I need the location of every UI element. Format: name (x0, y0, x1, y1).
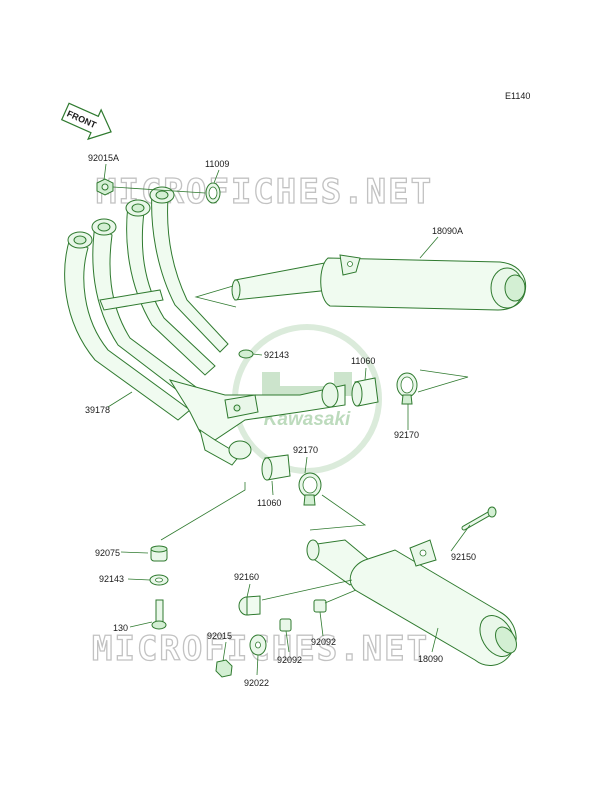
washer-92022 (249, 634, 267, 656)
bolt-130 (151, 599, 167, 630)
label-18090: 18090 (418, 654, 443, 664)
collar-92092-lower (279, 618, 292, 632)
header-flange-1 (67, 231, 93, 249)
label-92015: 92015 (207, 631, 232, 641)
part-labels: 92015A 11009 18090A 92143 11060 39178 92… (85, 153, 476, 688)
damper-92160 (238, 595, 261, 616)
label-92160: 92160 (234, 572, 259, 582)
gasket-11009 (205, 182, 221, 204)
muffler-18090A (231, 254, 527, 311)
lower-outlet-end (228, 440, 252, 460)
washer-92143-lower (149, 574, 169, 586)
header-flange-2 (91, 218, 117, 236)
label-92143-lower: 92143 (99, 574, 124, 584)
label-11009: 11009 (205, 159, 229, 169)
label-92015A: 92015A (88, 153, 119, 163)
sleeve-11060-lower (261, 454, 291, 481)
label-92075: 92075 (95, 548, 120, 558)
collar-92092-upper (313, 599, 327, 613)
label-11060-upper: 11060 (351, 356, 375, 366)
label-92150: 92150 (451, 552, 476, 562)
diagram-code: E1140 (505, 91, 530, 101)
leader-lines (103, 163, 471, 676)
label-92092-upper: 92092 (311, 637, 336, 647)
label-11060-lower: 11060 (257, 498, 281, 508)
muffler-18090 (306, 539, 517, 666)
nut-92015 (215, 659, 233, 678)
right-outlet-end (321, 382, 339, 408)
clamp-92170-upper (396, 372, 418, 405)
exhaust-header-pipes (64, 186, 346, 466)
label-92170-lower: 92170 (293, 445, 318, 455)
clamp-92170-lower (298, 472, 322, 506)
label-92092-lower: 92092 (277, 655, 302, 665)
label-130: 130 (113, 623, 128, 633)
header-flange-3 (125, 199, 151, 217)
sleeve-11060-upper (351, 377, 379, 407)
nut-92015A (96, 178, 114, 196)
label-92170-upper: 92170 (394, 430, 419, 440)
label-92143-upper: 92143 (264, 350, 289, 360)
bolt-92150 (461, 506, 497, 531)
front-arrow-icon: FRONT (60, 102, 112, 141)
label-18090A: 18090A (432, 226, 463, 236)
grommet-92075 (150, 545, 168, 562)
header-flange-4 (149, 186, 175, 204)
label-39178: 39178 (85, 405, 110, 415)
washer-92143-upper (238, 349, 254, 359)
label-92022: 92022 (244, 678, 269, 688)
